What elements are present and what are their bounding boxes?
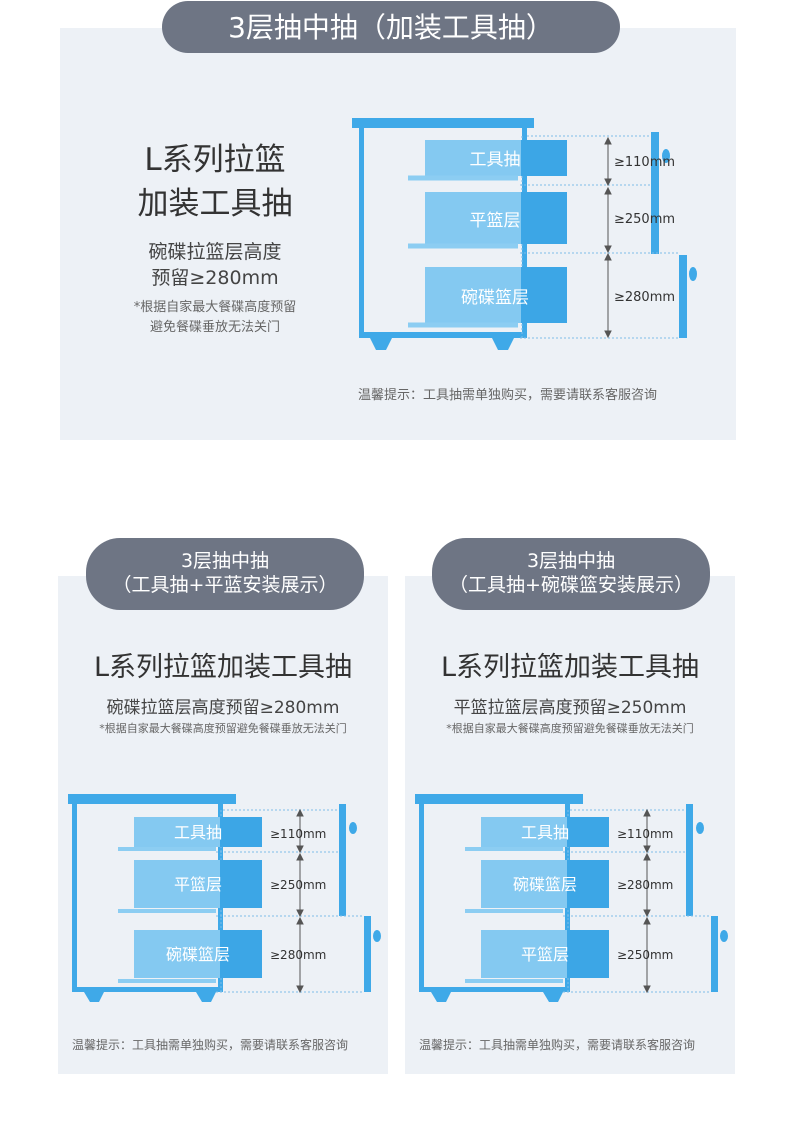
- top-drawer-label-1: 工具抽: [470, 150, 521, 170]
- right-desc: 平篮拉篮层高度预留≥250mm: [453, 698, 687, 718]
- right-drawer-label-1: 工具抽: [521, 823, 569, 842]
- top-note-line2: 避免餐碟垂放无法关门: [149, 320, 280, 335]
- left-measure-2: ≥250mm: [270, 878, 326, 892]
- top-drawer-dish: 碗碟篮层: [408, 267, 567, 328]
- left-pill-line1: 3层抽中抽: [180, 550, 270, 573]
- top-tip: 温馨提示：工具抽需单独购买，需要请联系客服咨询: [358, 388, 658, 403]
- right-measure-3: ≥250mm: [617, 948, 673, 962]
- left-drawer-label-1: 工具抽: [174, 823, 222, 842]
- left-drawer-label-2: 平篮层: [174, 875, 222, 894]
- top-note-line1: *根据自家最大餐碟高度预留: [133, 300, 297, 315]
- cabinet-top-board: [352, 118, 534, 128]
- right-tip: 温馨提示：工具抽需单独购买，需要请联系客服咨询: [419, 1038, 696, 1052]
- left-cabinet-diagram: 工具抽 平篮层 碗碟篮层 ≥110mm ≥250mm ≥280mm: [68, 794, 381, 1002]
- left-tip: 温馨提示：工具抽需单独购买，需要请联系客服咨询: [72, 1038, 349, 1052]
- top-measure-3: ≥280mm: [614, 290, 675, 305]
- left-desc: 碗碟拉篮层高度预留≥280mm: [106, 698, 340, 718]
- top-panel: [60, 28, 736, 440]
- left-pill: 3层抽中抽 （工具抽+平蓝安装展示）: [86, 538, 364, 610]
- top-desc-line2: 预留≥280mm: [151, 267, 279, 289]
- right-pill-line1: 3层抽中抽: [526, 550, 616, 573]
- right-note: *根据自家最大餐碟高度预留避免餐碟垂放无法关门: [446, 722, 694, 735]
- top-cabinet-diagram: 工具抽 平篮层 碗碟篮层 ≥110mm ≥250mm ≥280mm: [352, 118, 697, 350]
- right-drawer-label-2: 碗碟篮层: [513, 875, 577, 894]
- left-measure-1: ≥110mm: [270, 827, 326, 841]
- top-pill: 3层抽中抽（加装工具抽）: [162, 1, 620, 53]
- right-pill-line2: （工具抽+碗碟篮安装展示）: [449, 574, 693, 596]
- top-drawer-flat: 平篮层: [408, 192, 567, 249]
- left-title: L系列拉篮加装工具抽: [93, 652, 353, 683]
- cabinet-left-wall: [359, 128, 364, 338]
- cabinet-bottom-board: [359, 332, 527, 338]
- door-panel-upper: [651, 132, 659, 254]
- top-pill-text: 3层抽中抽（加装工具抽）: [228, 10, 554, 44]
- left-drawer-label-3: 碗碟篮层: [166, 945, 230, 964]
- top-drawer-label-2: 平篮层: [470, 211, 521, 231]
- right-pill: 3层抽中抽 （工具抽+碗碟篮安装展示）: [432, 538, 710, 610]
- top-drawer-label-3: 碗碟篮层: [461, 288, 529, 308]
- right-drawer-label-3: 平篮层: [521, 945, 569, 964]
- door-handle-lower: [689, 267, 697, 281]
- cabinet-foot-right: [492, 338, 514, 350]
- left-measure-3: ≥280mm: [270, 948, 326, 962]
- door-panel-lower: [679, 255, 687, 338]
- top-title-line1: L系列拉篮: [144, 142, 286, 178]
- top-desc-line1: 碗碟拉篮层高度: [148, 241, 282, 263]
- right-title: L系列拉篮加装工具抽: [440, 652, 700, 683]
- right-measure-2: ≥280mm: [617, 878, 673, 892]
- right-measure-1: ≥110mm: [617, 827, 673, 841]
- top-measure-1: ≥110mm: [614, 155, 675, 170]
- cabinet-foot-left: [370, 338, 392, 350]
- left-pill-line2: （工具抽+平蓝安装展示）: [112, 574, 338, 596]
- left-note: *根据自家最大餐碟高度预留避免餐碟垂放无法关门: [99, 722, 347, 735]
- top-drawer-tool: 工具抽: [408, 140, 567, 181]
- right-cabinet-diagram: 工具抽 碗碟篮层 平篮层 ≥110mm ≥280mm ≥250mm: [415, 794, 728, 1002]
- top-measure-2: ≥250mm: [614, 212, 675, 227]
- top-title-line2: 加装工具抽: [137, 186, 293, 222]
- door-handle-upper: [662, 149, 670, 163]
